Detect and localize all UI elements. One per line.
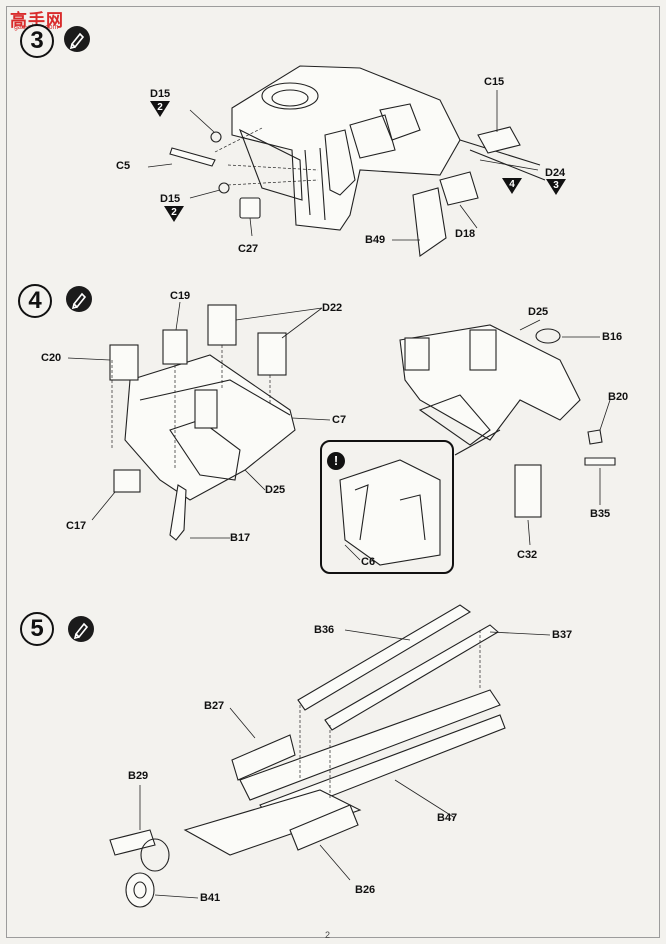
label-D18: D18 xyxy=(455,228,476,240)
label-D24: D24 xyxy=(545,167,566,179)
label-D22: D22 xyxy=(322,302,343,314)
marking-triangle-icon: 2 xyxy=(150,101,170,122)
label-B29: B29 xyxy=(128,770,149,782)
marking-triangle-icon: 4 xyxy=(502,178,522,199)
label-C15: C15 xyxy=(484,76,505,88)
label-B37: B37 xyxy=(552,629,573,641)
pencil-icon xyxy=(66,286,92,312)
label-C17: C17 xyxy=(66,520,87,532)
marking-triangle-icon: 2 xyxy=(164,206,184,227)
label-B17: B17 xyxy=(230,532,251,544)
page-border xyxy=(6,6,660,938)
label-B36: B36 xyxy=(314,624,335,636)
exclamation-icon: ! xyxy=(327,452,345,470)
step-4-number: 4 xyxy=(18,284,52,318)
label-B35: B35 xyxy=(590,508,611,520)
label-B16: B16 xyxy=(602,331,623,343)
label-D25-right: D25 xyxy=(528,306,549,318)
label-D15-top: D15 xyxy=(150,88,171,100)
watermark-logo: 高手网 xyxy=(10,11,64,30)
label-B41: B41 xyxy=(200,892,221,904)
pencil-icon xyxy=(64,26,90,52)
label-C5: C5 xyxy=(116,160,131,172)
label-B47: B47 xyxy=(437,812,458,824)
label-C19: C19 xyxy=(170,290,191,302)
label-C27: C27 xyxy=(238,243,259,255)
label-C20: C20 xyxy=(41,352,62,364)
label-D15-bottom: D15 xyxy=(160,193,181,205)
page-number: 2 xyxy=(325,930,331,940)
label-B20: B20 xyxy=(608,391,629,403)
label-C6: C6 xyxy=(361,556,376,568)
step-3-number: 3 xyxy=(20,24,54,58)
label-B49: B49 xyxy=(365,234,386,246)
pencil-icon xyxy=(68,616,94,642)
label-D25-left: D25 xyxy=(265,484,286,496)
label-B26: B26 xyxy=(355,884,376,896)
marking-triangle-icon: 3 xyxy=(546,179,566,200)
label-C7: C7 xyxy=(332,414,347,426)
detail-inset xyxy=(320,440,454,574)
label-B27: B27 xyxy=(204,700,225,712)
label-C32: C32 xyxy=(517,549,538,561)
step-5-number: 5 xyxy=(20,612,54,646)
